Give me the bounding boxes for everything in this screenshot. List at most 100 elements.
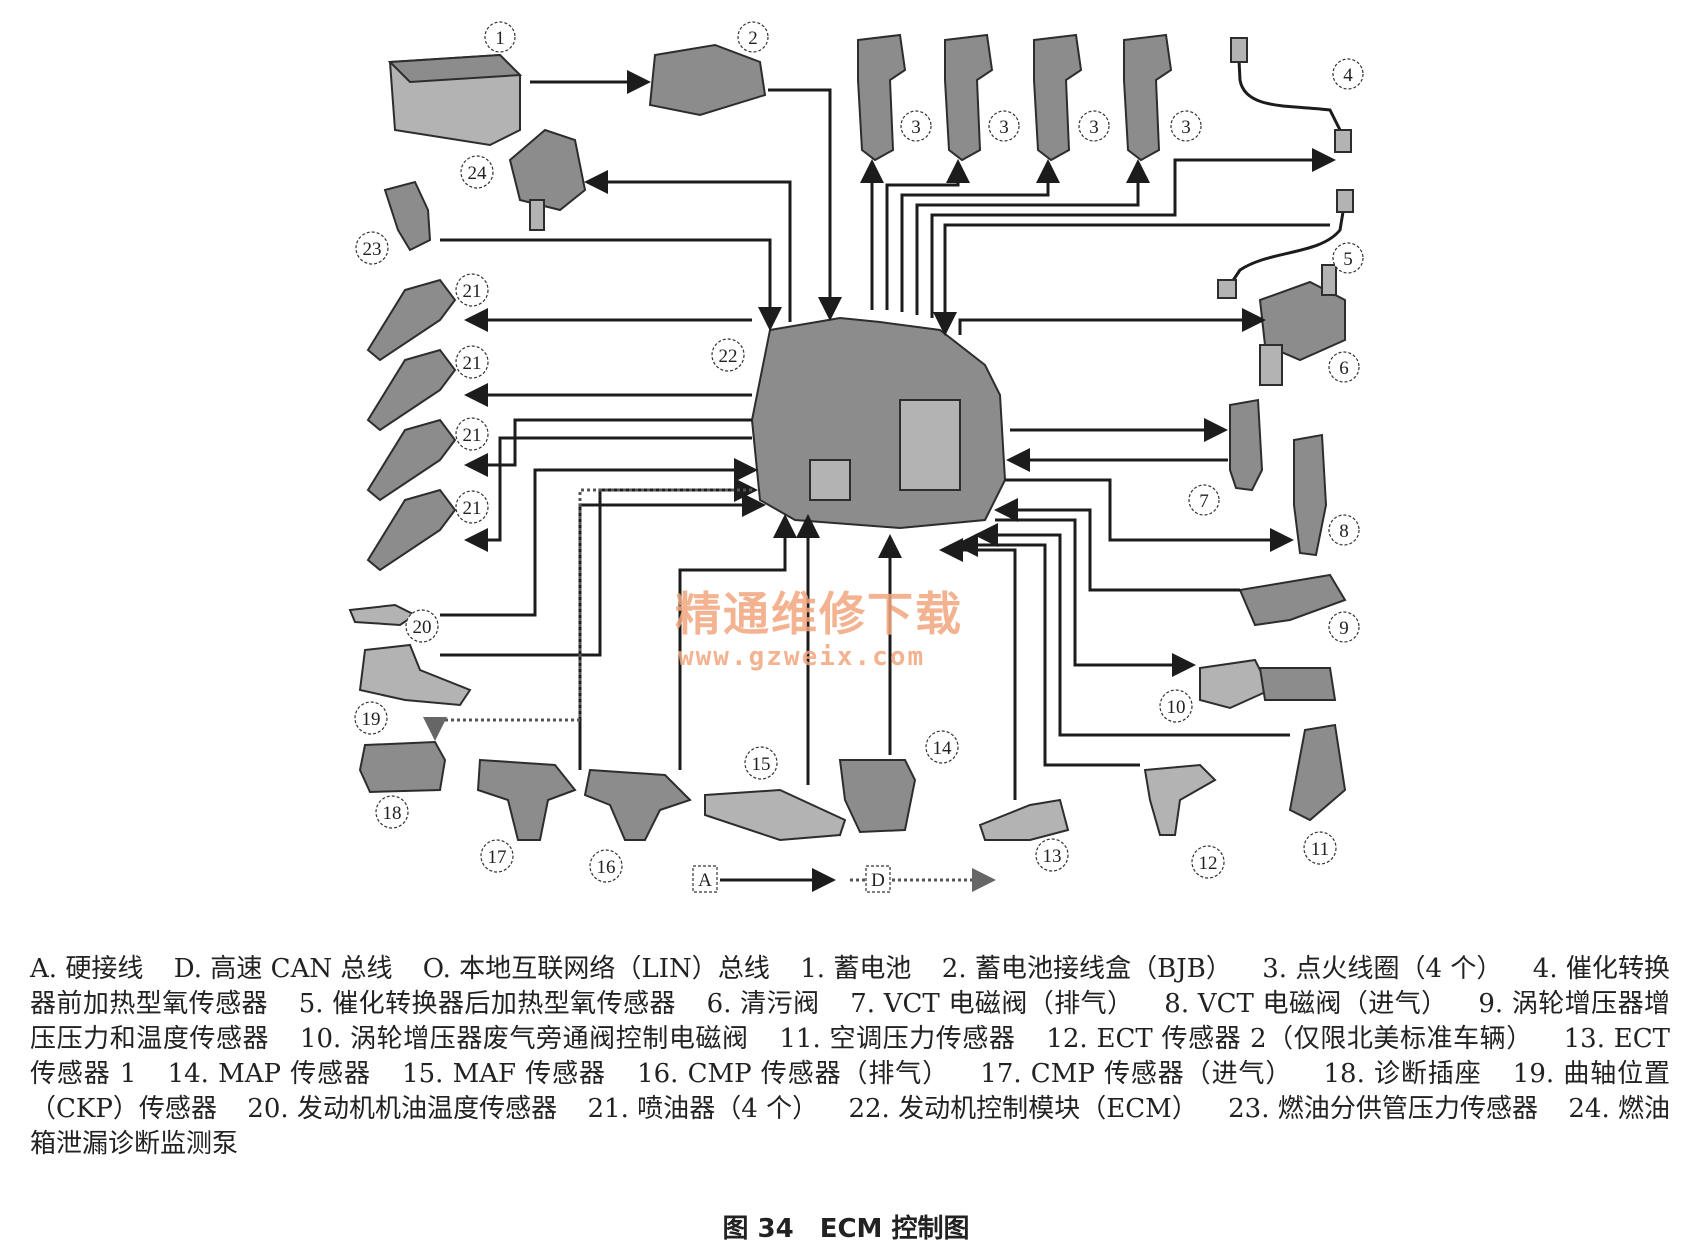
oxygen-sensors	[1217, 37, 1354, 299]
caption-item: 15. MAF 传感器	[402, 1059, 606, 1089]
badge-18: 18	[375, 795, 409, 829]
badge-10: 10	[1159, 689, 1193, 723]
badge-13: 13	[1035, 838, 1069, 872]
caption-item: 20. 发动机机油温度传感器	[247, 1094, 558, 1124]
hardwire-connections	[440, 70, 1336, 800]
caption-item: 1. 蓄电池	[800, 954, 912, 984]
caption-item: A. 硬接线	[30, 954, 144, 984]
badge-19: 19	[354, 701, 388, 735]
caption-item: O. 本地互联网络（LIN）总线	[422, 954, 770, 984]
ignition-coil-group	[857, 33, 1173, 162]
svg-text:21: 21	[463, 498, 482, 519]
badge-3c: 3	[1078, 110, 1110, 142]
caption-item: 2. 蓄电池接线盒（BJB）	[941, 954, 1232, 984]
badge-8: 8	[1328, 514, 1360, 546]
caption-item: 10. 涡轮增压器废气旁通阀控制电磁阀	[299, 1024, 749, 1054]
battery	[387, 53, 523, 147]
caption-item: D. 高速 CAN 总线	[173, 954, 393, 984]
badge-16: 16	[589, 849, 623, 883]
diagnostic-socket	[358, 740, 447, 794]
badge-14: 14	[925, 730, 959, 764]
caption-item: 24. 燃油箱泄漏诊断监测泵	[30, 1094, 1671, 1159]
badge-6: 6	[1328, 351, 1360, 383]
caption-item: 21. 喷油器（4 个）	[587, 1094, 819, 1124]
svg-text:9: 9	[1339, 618, 1349, 639]
badge-21c: 21	[455, 417, 489, 451]
caption-item: 22. 发动机控制模块（ECM）	[848, 1094, 1198, 1124]
can-bus-connections	[423, 488, 996, 892]
svg-text:4: 4	[1343, 65, 1353, 86]
svg-text:10: 10	[1167, 697, 1186, 718]
svg-text:17: 17	[488, 847, 507, 868]
caption-item: 13. ECT 传感器 1	[30, 1024, 1670, 1089]
svg-text:19: 19	[362, 709, 381, 730]
caption-item: 8. VCT 电磁阀（进气）	[1164, 989, 1448, 1019]
svg-text:2: 2	[748, 28, 758, 49]
badge-9: 9	[1328, 611, 1360, 643]
caption-item: 9. 涡轮增压器增压压力和温度传感器	[30, 989, 1671, 1054]
svg-text:www.gzweix.com: www.gzweix.com	[678, 642, 925, 672]
badge-3b: 3	[988, 110, 1020, 142]
caption-item: 18. 诊断插座	[1323, 1059, 1482, 1089]
badge-12: 12	[1191, 845, 1225, 879]
vct-solenoids	[1229, 398, 1328, 557]
svg-text:3: 3	[911, 117, 921, 138]
maf-sensor	[704, 788, 847, 842]
svg-text:D: D	[871, 870, 885, 891]
badge-21a: 21	[455, 273, 489, 307]
svg-text:22: 22	[719, 346, 738, 367]
caption-item: 12. ECT 传感器 2（仅限北美标准车辆）	[1046, 1024, 1533, 1054]
badge-17: 17	[480, 839, 514, 873]
caption-item: 6. 清污阀	[706, 989, 820, 1019]
svg-text:3: 3	[999, 117, 1009, 138]
cmp-sensors	[476, 758, 692, 841]
boost-pressure-sensor	[1238, 573, 1347, 627]
svg-text:1: 1	[495, 28, 505, 49]
svg-text:23: 23	[363, 239, 382, 260]
svg-text:18: 18	[383, 803, 402, 824]
svg-text:21: 21	[463, 425, 482, 446]
caption-item: 17. CMP 传感器（进气）	[980, 1059, 1293, 1089]
svg-text:6: 6	[1339, 358, 1349, 379]
battery-junction-box	[648, 43, 767, 117]
svg-text:12: 12	[1199, 853, 1218, 874]
svg-text:7: 7	[1199, 491, 1209, 512]
svg-text:A: A	[698, 870, 712, 891]
svg-text:21: 21	[463, 353, 482, 374]
caption-item: 23. 燃油分供管压力传感器	[1228, 1094, 1539, 1124]
caption-item: 4. 催化转换器前加热型氧传感器	[30, 954, 1671, 1019]
badge-21d: 21	[455, 490, 489, 524]
svg-text:13: 13	[1043, 846, 1062, 867]
badge-11: 11	[1303, 831, 1337, 865]
badge-3d: 3	[1170, 110, 1202, 142]
legend-can-bus: D	[865, 865, 891, 893]
svg-text:精通维修下载: 精通维修下载	[675, 587, 963, 641]
injectors	[366, 278, 457, 572]
map-sensor	[838, 759, 917, 834]
badge-2: 2	[737, 21, 769, 53]
caption-item: 14. MAP 传感器	[167, 1059, 371, 1089]
svg-text:5: 5	[1343, 249, 1353, 270]
oil-temp-sensor	[348, 603, 417, 627]
svg-text:16: 16	[597, 857, 616, 878]
caption-item: 19. 曲轴位置（CKP）传感器	[30, 1059, 1671, 1124]
svg-text:15: 15	[752, 754, 771, 775]
caption-item: 5. 催化转换器后加热型氧传感器	[298, 989, 676, 1019]
leak-detection-pump	[508, 128, 587, 231]
wastegate-solenoid	[1199, 658, 1337, 710]
caption-item: 11. 空调压力传感器	[779, 1024, 1016, 1054]
ect-sensor-1	[978, 798, 1070, 841]
ckp-sensor	[358, 643, 472, 707]
legend-hardwire: A	[692, 865, 718, 893]
svg-text:3: 3	[1089, 117, 1099, 138]
purge-valve	[1258, 264, 1346, 386]
badge-20: 20	[405, 609, 439, 643]
svg-text:11: 11	[1311, 839, 1329, 860]
ecm-control-diagram: 1 2 3 3 3 3 4 5 6 7 8 9 10 11 12 13 14 1…	[348, 21, 1364, 893]
ecm-module	[750, 316, 1007, 530]
badge-15: 15	[744, 746, 778, 780]
caption-item: 7. VCT 电磁阀（排气）	[850, 989, 1134, 1019]
svg-text:24: 24	[468, 163, 488, 184]
badge-3a: 3	[900, 110, 932, 142]
